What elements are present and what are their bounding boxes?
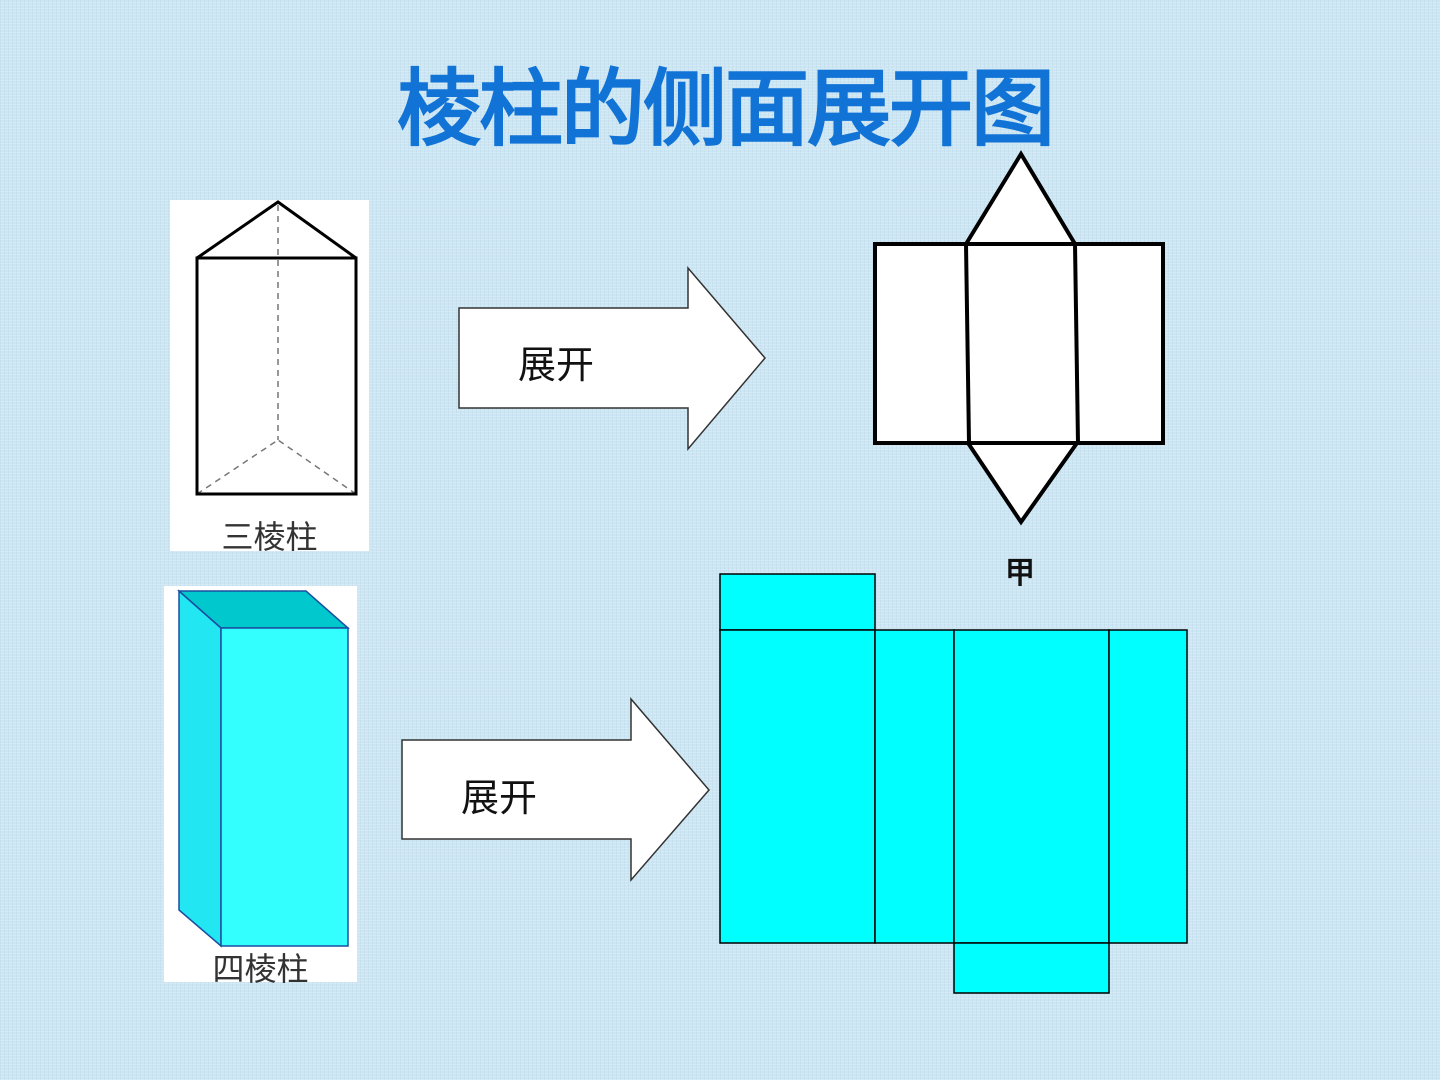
unfold-label-bottom: 展开 bbox=[461, 776, 538, 820]
unfold-arrow-bottom: 展开 bbox=[401, 697, 713, 883]
triangular-prism-figure bbox=[195, 200, 358, 496]
square-prism-panel: 四棱柱 bbox=[164, 586, 357, 988]
triangular-prism-caption: 三棱柱 bbox=[221, 518, 318, 556]
triangular-prism-panel: 三棱柱 bbox=[170, 200, 369, 556]
slide-title: 棱柱的侧面展开图 bbox=[396, 60, 1055, 158]
unfold-label-top: 展开 bbox=[518, 343, 595, 387]
square-prism-caption: 四棱柱 bbox=[212, 950, 309, 988]
net-label: 甲 bbox=[1005, 556, 1035, 591]
square-prism-figure bbox=[177, 589, 350, 948]
unfold-arrow-top: 展开 bbox=[458, 266, 768, 452]
